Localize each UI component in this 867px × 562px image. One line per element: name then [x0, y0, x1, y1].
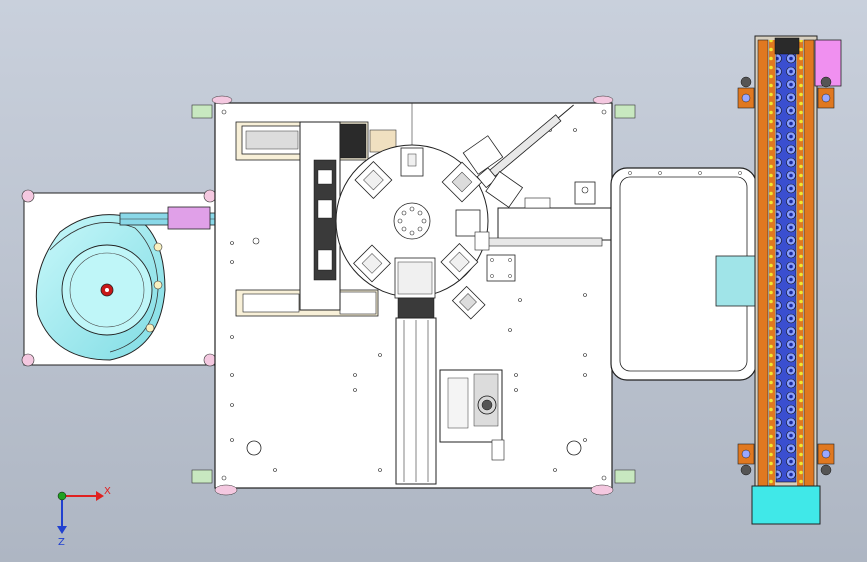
bowl-foot	[21, 353, 35, 367]
bowl-center-dot	[105, 288, 109, 292]
rotary-inner-ring	[393, 202, 431, 240]
rotary-indexing-table[interactable]	[335, 144, 489, 298]
plate-foot	[592, 95, 614, 105]
conveyor-mount	[737, 76, 835, 476]
station-block	[462, 135, 504, 175]
conveyor-dot-strip	[769, 40, 775, 486]
coordinate-triad: X Z	[57, 486, 111, 548]
bowl-spiral-track	[49, 222, 159, 353]
conveyor-head-block	[774, 37, 800, 55]
corner-bracket	[191, 469, 213, 484]
plate-foot	[590, 484, 614, 496]
rotary-fixture	[354, 161, 393, 199]
bowl-clamp	[145, 323, 155, 333]
rotary-center-bolts	[397, 206, 427, 236]
corner-bracket	[614, 104, 636, 119]
corner-bracket	[191, 104, 213, 119]
conveyor-rail-right	[803, 39, 815, 487]
bowl-clamp	[153, 280, 163, 290]
plate-large-hole	[566, 440, 582, 456]
y-axis-origin	[57, 491, 67, 501]
rotary-fixture	[353, 244, 391, 283]
feed-rail-sensor	[167, 206, 211, 230]
bowl-foot	[21, 189, 35, 203]
station-block	[485, 171, 524, 208]
x-axis-label: X	[104, 486, 111, 497]
conveyor-chain	[775, 47, 797, 483]
bowl-foot	[203, 353, 217, 367]
rotary-fixture	[455, 209, 481, 237]
rotary-fixture	[440, 243, 479, 281]
rotary-fixture	[441, 161, 483, 203]
plate-large-hole	[252, 237, 260, 245]
inspection-unit[interactable]	[439, 369, 505, 461]
z-axis-label: Z	[58, 537, 65, 548]
bowl-foot	[203, 189, 217, 203]
conveyor-rail-left	[757, 39, 769, 487]
conveyor-dot-strip	[797, 40, 803, 486]
z-axis-head	[57, 526, 67, 534]
block-bolts	[490, 258, 512, 278]
bowl-inner-ring	[69, 252, 145, 328]
plate-foot	[214, 484, 238, 496]
plate-large-hole	[246, 440, 262, 456]
bowl-clamp	[153, 242, 163, 252]
plate-foot	[211, 95, 233, 105]
plate-bolt-holes	[221, 109, 607, 481]
chain-conveyor[interactable]	[737, 35, 842, 525]
x-axis-head	[96, 491, 104, 501]
corner-bracket	[614, 469, 636, 484]
conveyor-end-box	[751, 485, 821, 525]
linear-slide-module[interactable]	[394, 257, 437, 485]
pusher-cylinder[interactable]	[474, 181, 619, 251]
output-tray[interactable]	[610, 167, 777, 381]
gripper-unit	[451, 285, 486, 320]
